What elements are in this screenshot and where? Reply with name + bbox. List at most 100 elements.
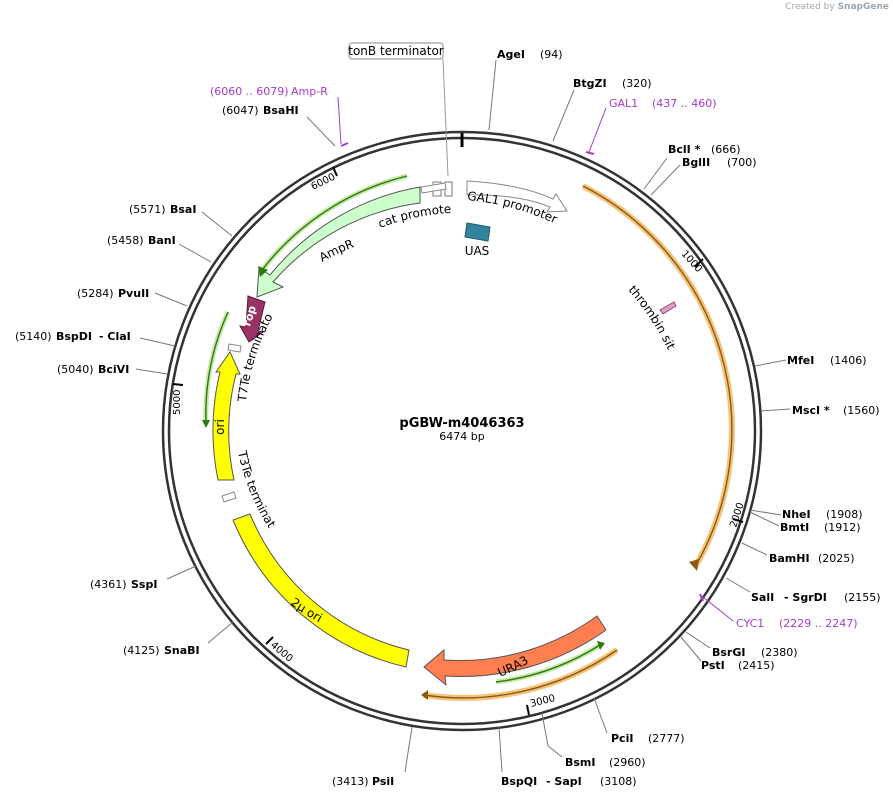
primer-AmpR-name: Amp-R — [291, 85, 328, 98]
feature-orange-orf-1[interactable] — [581, 183, 735, 571]
site-pos: (1406) — [830, 354, 867, 367]
site-SnaBI[interactable]: (4125) SnaBI — [123, 621, 234, 657]
primer-CYC1[interactable]: CYC1 (2229 .. 2247) — [699, 593, 858, 630]
site-name: SnaBI — [164, 644, 200, 657]
site-pos: (6047) — [222, 104, 259, 117]
site-BciVI[interactable]: (5040) BciVI — [57, 363, 168, 376]
feature-orange-orf-2[interactable] — [421, 647, 619, 701]
site-pos: (320) — [622, 77, 652, 90]
site-name: NheI — [782, 508, 811, 521]
site-BamHI[interactable]: BamHI (2025) — [741, 542, 855, 565]
site-name: BsmI — [565, 756, 596, 769]
site-PstI[interactable]: PstI (2415) — [680, 636, 775, 672]
site-SalI[interactable]: SalI - SgrDI (2155) — [725, 577, 881, 604]
primer-CYC1-range: (2229 .. 2247) — [779, 617, 858, 630]
site-pos: (3413) — [332, 775, 369, 788]
site-PvuII[interactable]: (5284) PvuII — [77, 287, 188, 307]
feature-rop[interactable]: rop — [239, 295, 266, 343]
T3Te-label: T3Te terminator — [0, 0, 279, 530]
site-name: PciI — [611, 732, 633, 745]
site-MfeI[interactable]: MfeI (1406) — [754, 354, 867, 367]
feature-UAS[interactable]: UAS — [464, 222, 491, 258]
plasmid-name: pGBW-m4046363 — [399, 416, 524, 431]
tick-label-3000: 3000 — [529, 693, 556, 710]
site-name: BanI — [148, 234, 176, 247]
site-pos: (700) — [727, 156, 757, 169]
feature-T3Te-terminator[interactable]: T3Te terminator — [0, 0, 279, 530]
site-name: AgeI — [497, 48, 525, 61]
site-pos: (2960) — [609, 756, 646, 769]
UAS-label: UAS — [465, 244, 490, 258]
restriction-sites: AgeI (94) BtgZI (320) BclI * (666) BglII… — [15, 48, 881, 788]
site-BmtI[interactable]: BmtI (1912) — [749, 511, 861, 534]
tick-3000 — [526, 704, 530, 716]
AmpR-label: AmpR — [317, 237, 356, 265]
feature-ori[interactable]: ori — [212, 350, 241, 481]
site-name: BsaI — [170, 203, 196, 216]
tick-label-2000: 2000 — [728, 501, 746, 529]
site-name: SspI — [131, 578, 157, 591]
site-name: BglII — [682, 156, 710, 169]
credit-brand: SnapGene — [837, 2, 889, 12]
site-BsmI[interactable]: BsmI (2960) — [541, 712, 646, 769]
site-BsaHI[interactable]: (6047) BsaHI — [222, 104, 336, 147]
site-NheI[interactable]: NheI (1908) — [749, 508, 863, 521]
site-name: MfeI — [787, 354, 814, 367]
feature-green-orf-1[interactable] — [258, 173, 408, 277]
site-name: BspQI — [501, 775, 537, 788]
site-pos: (4125) — [123, 644, 160, 657]
feature-green-orf-2[interactable] — [202, 310, 231, 428]
site-name: BsrGI — [712, 646, 745, 659]
site-name: BamHI — [769, 552, 810, 565]
tonB-label: tonB terminator — [348, 44, 444, 58]
site-BsrGI[interactable]: BsrGI (2380) — [685, 631, 798, 659]
site-PciI[interactable]: PciI (2777) — [593, 697, 685, 745]
site-pos: (3108) — [600, 775, 637, 788]
site-name: BspDI — [56, 330, 92, 343]
ori-label: ori — [213, 419, 227, 435]
site-SspI[interactable]: (4361) SspI — [90, 565, 197, 591]
tick-label-5000: 5000 — [172, 390, 183, 415]
site-PsiI[interactable]: (3413) PsiI — [332, 726, 413, 788]
credit-prefix: Created by — [785, 2, 835, 12]
site-AgeI[interactable]: AgeI (94) — [488, 48, 563, 131]
site-name: MscI * — [792, 404, 830, 417]
tonB-label-box — [348, 42, 444, 60]
site-BanI[interactable]: (5458) BanI — [107, 234, 212, 263]
site-pos: (1908) — [826, 508, 863, 521]
site-name: BtgZI — [573, 77, 607, 90]
feature-GAL1-promoter[interactable]: GAL1 promoter — [466, 180, 568, 226]
site-pos: (1560) — [843, 404, 880, 417]
site-pos: (5571) — [129, 203, 166, 216]
site-pos: (2155) — [844, 591, 881, 604]
primer-GAL1[interactable]: GAL1 (437 .. 460) — [585, 97, 717, 155]
site-pos: (5040) — [57, 363, 94, 376]
site-BspDI[interactable]: (5140) BspDI - ClaI — [15, 330, 176, 347]
primer-Amp-R[interactable]: (6060 .. 6079) Amp-R — [210, 85, 349, 147]
site-pos: (2415) — [738, 659, 775, 672]
site-pos: (1912) — [824, 521, 861, 534]
site-pos: (2777) — [648, 732, 685, 745]
site-BclI[interactable]: BclI * (666) — [643, 143, 741, 190]
site-name-2: - SgrDI — [784, 591, 827, 604]
site-MscI[interactable]: MscI * (1560) — [760, 404, 880, 417]
primer-AmpR-range: (6060 .. 6079) — [210, 85, 289, 98]
primer-GAL1-name: GAL1 — [609, 97, 638, 110]
backbone-outer-circle — [161, 130, 763, 732]
site-pos: (94) — [540, 48, 563, 61]
rop-label: rop — [240, 304, 259, 328]
site-name: BmtI — [780, 521, 809, 534]
tick-label-6000: 6000 — [309, 172, 337, 193]
site-name: SalI — [751, 591, 774, 604]
site-name: PstI — [701, 659, 725, 672]
site-BtgZI[interactable]: BtgZI (320) — [552, 77, 652, 142]
site-BglII[interactable]: BglII (700) — [650, 156, 757, 196]
feature-green-orf-3[interactable] — [495, 641, 605, 685]
feature-tonB-terminator[interactable]: tonB terminator — [348, 42, 453, 197]
site-BsaI[interactable]: (5571) BsaI — [129, 203, 233, 237]
site-BspQI[interactable]: BspQI - SapI (3108) — [498, 726, 637, 788]
tick-1000 — [694, 258, 704, 268]
site-pos: (2025) — [818, 552, 855, 565]
